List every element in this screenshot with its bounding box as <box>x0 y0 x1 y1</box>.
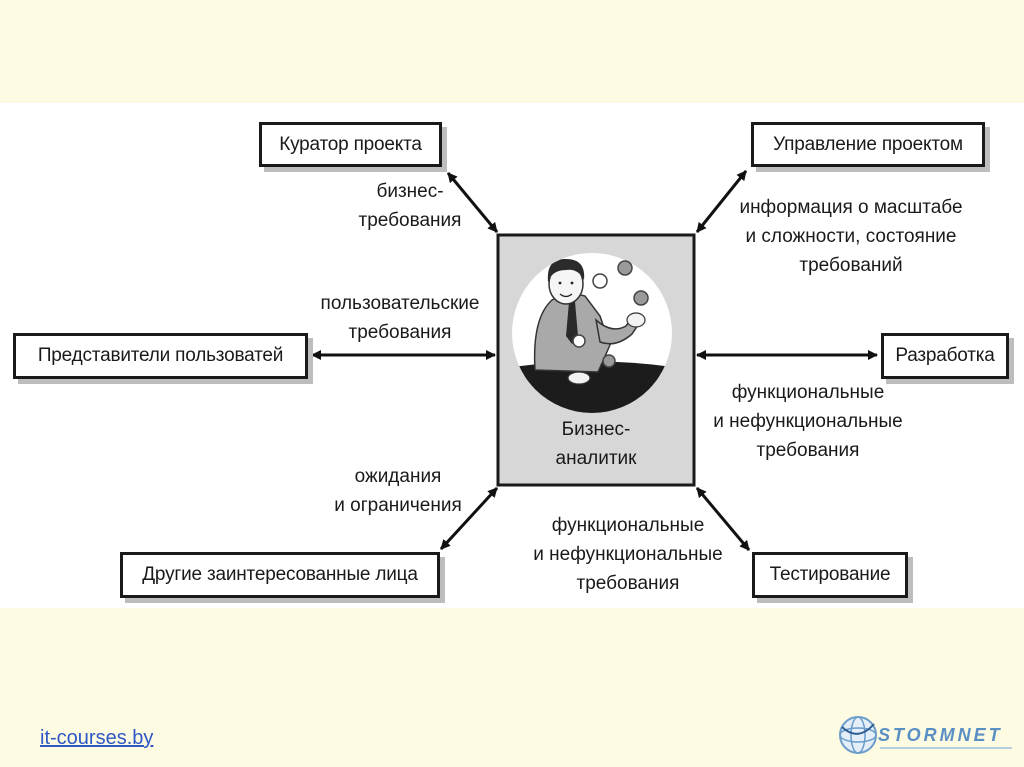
node-development: Разработка <box>881 333 1009 379</box>
node-user-representatives-label: Представители пользоватей <box>37 345 284 366</box>
arrow-project-management <box>695 170 748 233</box>
node-development-label: Разработка <box>895 345 995 366</box>
center-caption: Бизнес- аналитик <box>555 419 637 469</box>
node-testing-label: Тестирование <box>769 564 891 585</box>
edge-label-testing: функциональные и нефункциональные требов… <box>533 515 723 594</box>
site-link[interactable]: it-courses.by <box>40 727 154 749</box>
node-other-stakeholders-label: Другие заинтересованные лица <box>142 564 418 585</box>
arrow-other-stakeholders <box>439 486 499 551</box>
node-project-management: Управление проектом <box>751 122 985 167</box>
node-other-stakeholders: Другие заинтересованные лица <box>120 552 440 598</box>
arrow-testing <box>695 487 751 551</box>
node-testing: Тестирование <box>752 552 908 598</box>
edge-label-development: функциональные и нефункциональные требов… <box>713 382 903 461</box>
node-curator-label: Куратор проекта <box>279 133 422 155</box>
globe-icon <box>839 716 877 754</box>
node-project-management-label: Управление проектом <box>773 133 963 155</box>
node-curator: Куратор проекта <box>259 122 442 167</box>
edge-label-other-stakeholders: ожидания и ограничения <box>334 466 462 516</box>
stormnet-logo <box>839 716 1012 754</box>
edge-label-curator: бизнес- требования <box>358 181 462 231</box>
edge-label-project-management: информация о масштабе и сложности, состо… <box>739 197 963 276</box>
arrow-curator <box>446 172 499 233</box>
slide-header-area <box>0 0 1024 103</box>
edge-label-user-representatives: пользовательские требования <box>320 293 480 343</box>
node-user-representatives: Представители пользоватей <box>13 333 308 379</box>
brand-name: STORMNET <box>878 725 1003 745</box>
